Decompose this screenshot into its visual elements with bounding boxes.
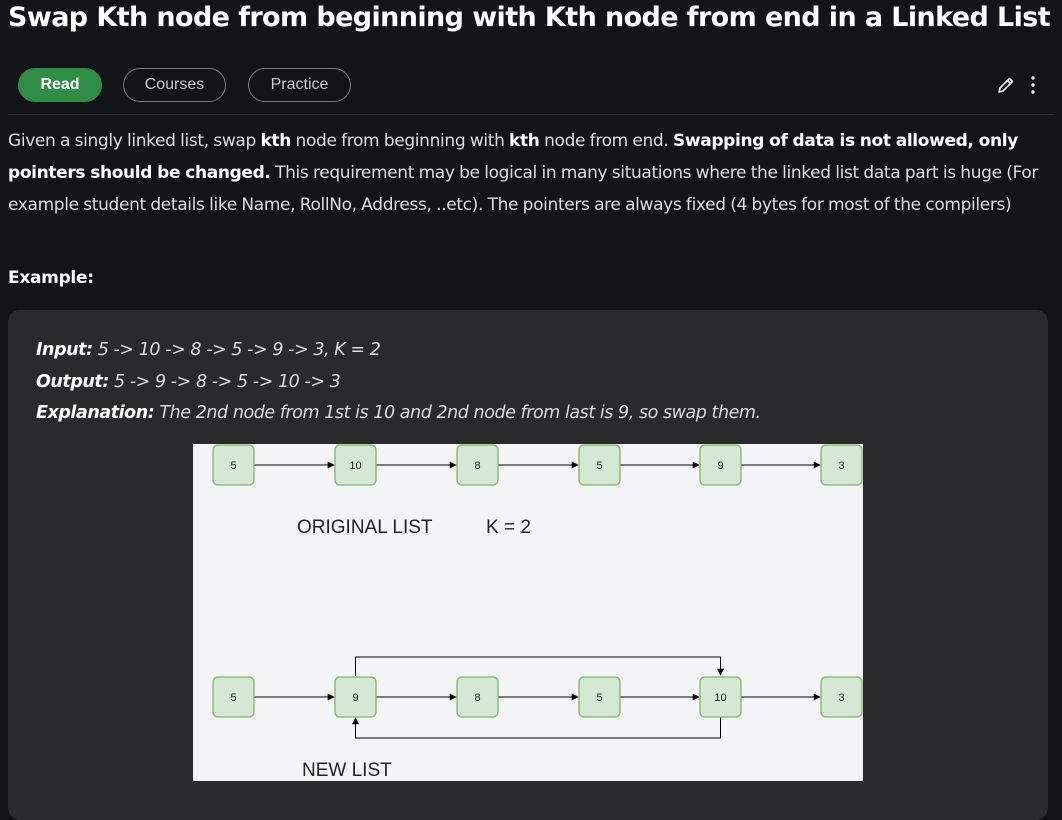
intro-text-4: This requirement may be logical in many … bbox=[8, 163, 1039, 215]
example-heading: Example: bbox=[8, 268, 94, 288]
intro-bold-3: Swapping of data is not allowed, only po… bbox=[8, 131, 1018, 183]
intro-text-3: node from end. bbox=[539, 131, 673, 151]
tab-courses[interactable]: Courses bbox=[123, 68, 226, 102]
diagram-svg: 5 10 8 5 9 3 5 9 8 5 10 3 ORIGINAL LIST K = 2 NEW L… bbox=[212, 444, 863, 781]
new-node-value: 8 bbox=[474, 692, 480, 704]
original-node-1: 5 bbox=[212, 444, 255, 486]
output-value: 5 -> 9 -> 8 -> 5 -> 10 -> 3 bbox=[108, 372, 341, 392]
new-node-value: 3 bbox=[838, 692, 844, 704]
new-node-2: 9 bbox=[334, 676, 377, 718]
original-node-2: 10 bbox=[334, 444, 377, 486]
original-node-value: 5 bbox=[596, 460, 602, 472]
new-node-1: 5 bbox=[212, 676, 255, 718]
example-input: Input: 5 -> 10 -> 8 -> 5 -> 9 -> 3, K = … bbox=[36, 340, 381, 360]
intro-bold-1: kth bbox=[260, 131, 291, 151]
linked-list-diagram: 5 10 8 5 9 3 5 9 8 5 10 3 ORIGINAL LIST K = 2 NEW L… bbox=[193, 444, 863, 781]
intro-text-1: Given a singly linked list, swap bbox=[8, 131, 261, 151]
original-node-value: 9 bbox=[717, 460, 723, 472]
pencil-icon[interactable] bbox=[996, 75, 1016, 95]
new-list-label: NEW LIST bbox=[302, 760, 392, 781]
new-node-4: 5 bbox=[578, 676, 621, 718]
explanation-value: The 2nd node from 1st is 10 and 2nd node… bbox=[154, 403, 761, 423]
original-node-value: 8 bbox=[474, 460, 480, 472]
new-node-value: 9 bbox=[352, 692, 358, 704]
tab-practice[interactable]: Practice bbox=[248, 68, 351, 102]
new-node-value: 10 bbox=[714, 692, 726, 704]
original-node-6: 3 bbox=[820, 444, 863, 486]
new-node-3: 8 bbox=[456, 676, 499, 718]
new-node-6: 3 bbox=[820, 676, 863, 718]
divider bbox=[8, 114, 1054, 115]
new-node-value: 5 bbox=[230, 692, 236, 704]
original-node-5: 9 bbox=[699, 444, 742, 486]
swap-connector-top bbox=[355, 656, 724, 676]
intro-text-2: node from beginning with bbox=[290, 131, 510, 151]
original-node-4: 5 bbox=[578, 444, 621, 486]
page-title: Swap Kth node from beginning with Kth no… bbox=[8, 2, 1051, 33]
k-value-label: K = 2 bbox=[486, 517, 531, 538]
original-node-value: 10 bbox=[349, 460, 361, 472]
intro-paragraph: Given a singly linked list, swap kth nod… bbox=[8, 125, 1054, 221]
input-value: 5 -> 10 -> 8 -> 5 -> 9 -> 3, K = 2 bbox=[92, 340, 381, 360]
original-node-value: 5 bbox=[230, 460, 236, 472]
example-explanation: Explanation: The 2nd node from 1st is 10… bbox=[36, 403, 761, 423]
example-output: Output: 5 -> 9 -> 8 -> 5 -> 10 -> 3 bbox=[36, 372, 341, 392]
more-vertical-icon[interactable] bbox=[1030, 74, 1036, 96]
output-label: Output: bbox=[36, 372, 109, 392]
input-label: Input: bbox=[36, 340, 93, 360]
original-list-label: ORIGINAL LIST bbox=[297, 517, 433, 538]
new-node-value: 5 bbox=[596, 692, 602, 704]
new-node-5: 10 bbox=[699, 676, 742, 718]
intro-bold-2: kth bbox=[509, 131, 540, 151]
original-node-value: 3 bbox=[838, 460, 844, 472]
original-node-3: 8 bbox=[456, 444, 499, 486]
article-tools bbox=[996, 74, 1036, 96]
explanation-label: Explanation: bbox=[36, 403, 155, 423]
tab-read[interactable]: Read bbox=[18, 68, 102, 102]
swap-connector-bottom bbox=[352, 717, 721, 739]
